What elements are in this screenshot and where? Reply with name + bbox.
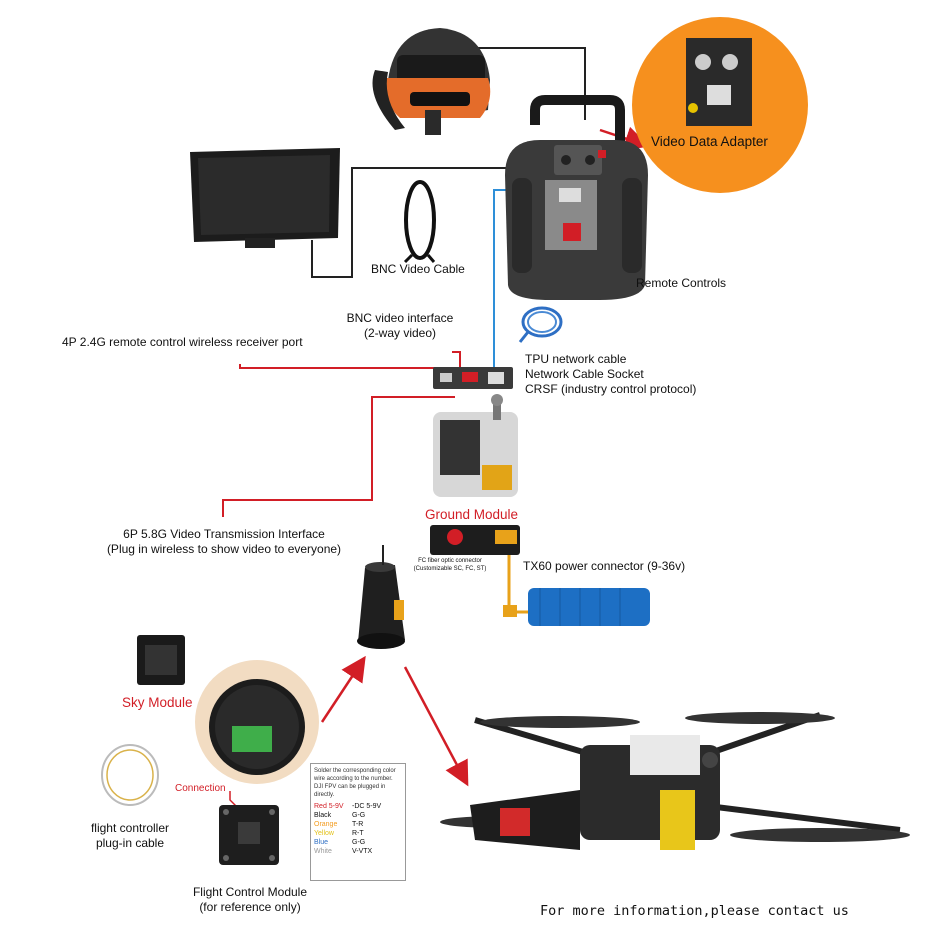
label-flight-control-module: Flight Control Module (for reference onl… bbox=[170, 885, 330, 915]
bnc-cable-coil bbox=[403, 180, 436, 264]
wire-row-right: G-G bbox=[352, 812, 366, 819]
label-fcm-line1: Flight Control Module bbox=[192, 885, 308, 899]
label-video-data-adapter: Video Data Adapter bbox=[651, 134, 768, 149]
wire-row-left: White bbox=[314, 848, 332, 855]
label-connection: Connection bbox=[175, 783, 226, 794]
label-vtx-line1: 6P 5.8G Video Transmission Interface bbox=[123, 527, 325, 541]
wire-row-right: V-VTX bbox=[352, 848, 373, 855]
wire-row-right: T-R bbox=[352, 821, 364, 828]
label-fc-fiber: FC fiber optic connector (Customizable S… bbox=[405, 557, 495, 573]
flight-control-board bbox=[219, 805, 279, 865]
wire-row-left: Yellow bbox=[314, 830, 334, 837]
label-bnc-video-cable: BNC Video Cable bbox=[371, 262, 465, 276]
fpv-drone bbox=[440, 712, 910, 850]
label-sky-module: Sky Module bbox=[122, 695, 193, 710]
label-fc-fiber-line2: (Customizable SC, FC, ST) bbox=[413, 566, 487, 572]
ground-module-board bbox=[430, 367, 520, 555]
wire-row: Yellow R-T bbox=[314, 829, 402, 838]
label-fc-cable: flight controller plug-in cable bbox=[75, 821, 185, 851]
label-vtx-line2: (Plug in wireless to show video to every… bbox=[106, 542, 342, 556]
wire-table-note: Solder the corresponding color wire acco… bbox=[314, 768, 396, 798]
label-fc-cable-line1: flight controller bbox=[90, 821, 170, 835]
sky-module-board bbox=[137, 635, 185, 685]
video-data-adapter-callout bbox=[632, 17, 808, 193]
wire-row-right: G-G bbox=[352, 839, 366, 846]
label-tpu-line1: TPU network cable bbox=[525, 352, 627, 366]
fpv-goggles bbox=[372, 28, 491, 135]
battery-pack bbox=[503, 588, 650, 626]
label-vtx-interface: 6P 5.8G Video Transmission Interface (Pl… bbox=[78, 527, 370, 557]
wire-row-right: R-T bbox=[352, 830, 364, 837]
sky-module-closeup bbox=[195, 660, 319, 784]
label-bnc-interface-line2: (2-way video) bbox=[363, 326, 437, 340]
wire-row: Blue G-G bbox=[314, 838, 402, 847]
tpu-network-cable bbox=[518, 306, 563, 343]
label-bnc-interface-line1: BNC video interface bbox=[346, 311, 454, 325]
fpv-monitor bbox=[190, 148, 340, 248]
label-tpu: TPU network cable Network Cable Socket C… bbox=[525, 352, 696, 397]
contact-note: For more information,please contact us bbox=[540, 903, 849, 919]
label-tpu-line2: Network Cable Socket bbox=[525, 367, 644, 381]
fc-plugin-cable bbox=[101, 744, 159, 806]
label-bnc-interface: BNC video interface (2-way video) bbox=[330, 311, 470, 341]
wire-row: White V-VTX bbox=[314, 847, 402, 856]
wire-row-left: Blue bbox=[314, 839, 329, 846]
label-remote-controls: Remote Controls bbox=[636, 276, 727, 290]
wire-row: Black G-G bbox=[314, 811, 402, 820]
label-rc-receiver-port: 4P 2.4G remote control wireless receiver… bbox=[62, 335, 303, 349]
label-fc-fiber-line1: FC fiber optic connector bbox=[418, 558, 482, 564]
wire-row-right: -DC 5-9V bbox=[352, 803, 382, 810]
label-fc-cable-line2: plug-in cable bbox=[95, 836, 165, 850]
wire-row: Orange T-R bbox=[314, 820, 402, 829]
wire-row-left: Black bbox=[314, 812, 332, 819]
sky-module-canister bbox=[357, 545, 405, 649]
label-fcm-line2: (for reference only) bbox=[199, 900, 301, 914]
wire-row-left: Orange bbox=[314, 821, 338, 828]
label-tpu-line3: CRSF (industry control protocol) bbox=[525, 382, 697, 396]
wire-row: Red 5-9V -DC 5-9V bbox=[314, 802, 402, 811]
wire-row-left: Red 5-9V bbox=[314, 803, 344, 810]
label-tx60: TX60 power connector (9-36v) bbox=[523, 559, 686, 573]
wire-color-table: Solder the corresponding color wire acco… bbox=[310, 763, 406, 881]
remote-controller bbox=[505, 95, 648, 300]
label-ground-module: Ground Module bbox=[425, 507, 519, 522]
